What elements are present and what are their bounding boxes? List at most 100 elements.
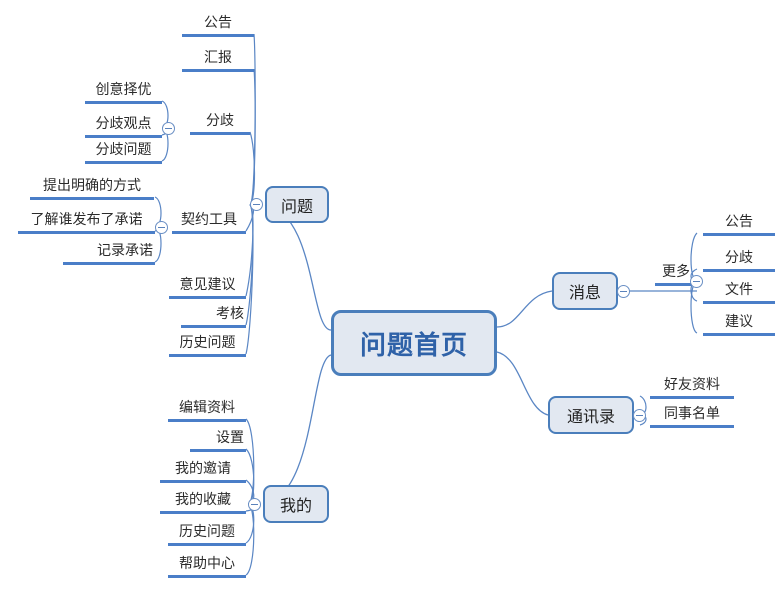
connector-line — [249, 131, 256, 206]
node-wode-child-3[interactable]: 我的收藏 — [160, 492, 246, 514]
node-label: 设置 — [216, 430, 244, 446]
root-node[interactable]: 问题首页 — [331, 310, 497, 376]
node-underline — [18, 231, 155, 234]
node-wenti-child-3-sub-2[interactable]: 记录承诺 — [63, 243, 155, 265]
node-xiaoxi-child-0[interactable]: 更多 — [655, 264, 697, 286]
node-label: 文件 — [725, 282, 753, 298]
root-node-label: 问题首页 — [359, 330, 468, 361]
node-label: 分歧问题 — [95, 142, 152, 158]
node-label: 契约工具 — [181, 212, 237, 228]
node-wenti-child-2-sub-2[interactable]: 分歧问题 — [85, 142, 162, 164]
node-txl-child-0[interactable]: 好友资料 — [650, 377, 734, 399]
node-underline — [703, 301, 775, 304]
node-underline — [168, 419, 246, 422]
node-label: 好友资料 — [664, 377, 720, 393]
toggle-wenti[interactable] — [250, 198, 263, 211]
node-wenti-child-3-sub-0[interactable]: 提出明确的方式 — [30, 178, 154, 200]
node-label: 历史问题 — [179, 335, 236, 351]
node-txl-child-1[interactable]: 同事名单 — [650, 406, 734, 428]
node-xiaoxi-child-0-sub-1[interactable]: 分歧 — [703, 250, 775, 272]
node-wenti-child-1[interactable]: 汇报 — [182, 50, 254, 72]
toggle-xiaoxi[interactable] — [617, 285, 630, 298]
node-label: 通讯录 — [566, 407, 615, 426]
node-label: 分歧 — [725, 250, 753, 266]
node-label: 分歧观点 — [95, 116, 152, 132]
node-underline — [703, 233, 775, 236]
node-label: 同事名单 — [664, 406, 720, 422]
node-wenti-child-2-sub-1[interactable]: 分歧观点 — [85, 116, 162, 138]
toggle-wode[interactable] — [248, 498, 261, 511]
connector-line — [245, 503, 255, 576]
connector-line — [245, 418, 255, 505]
node-underline — [30, 197, 154, 200]
node-label: 帮助中心 — [179, 556, 235, 572]
node-underline — [63, 262, 155, 265]
node-underline — [182, 34, 254, 37]
connector-line — [496, 351, 549, 416]
node-underline — [168, 575, 246, 578]
connector-line — [245, 448, 255, 505]
node-underline — [650, 425, 734, 428]
node-wode-child-0[interactable]: 编辑资料 — [168, 400, 246, 422]
node-underline — [703, 333, 775, 336]
toggle-wenti-child-2[interactable] — [162, 122, 175, 135]
connector-line — [245, 204, 254, 355]
node-xiaoxi-child-0-sub-2[interactable]: 文件 — [703, 282, 775, 304]
connector-line — [249, 68, 256, 206]
node-underline — [85, 161, 162, 164]
node-underline — [190, 132, 250, 135]
toggle-xiaoxi-child-0[interactable] — [690, 275, 703, 288]
node-wenti-child-3-sub-1[interactable]: 了解谁发布了承诺 — [18, 212, 155, 234]
connector-line — [496, 290, 553, 328]
node-wode-child-1[interactable]: 设置 — [190, 430, 246, 452]
node-label: 编辑资料 — [179, 400, 235, 416]
node-wenti-child-0[interactable]: 公告 — [182, 15, 254, 37]
node-label: 历史问题 — [179, 524, 235, 540]
node-xiaoxi-child-0-sub-0[interactable]: 公告 — [703, 214, 775, 236]
node-label: 公告 — [725, 214, 753, 230]
node-underline — [182, 69, 254, 72]
node-underline — [85, 101, 162, 104]
node-label: 我的 — [279, 496, 312, 515]
node-label: 公告 — [204, 15, 232, 31]
node-wenti-child-5[interactable]: 考核 — [181, 306, 246, 328]
node-label: 提出明确的方式 — [43, 178, 141, 194]
connector-line — [264, 204, 332, 331]
node-label: 汇报 — [204, 50, 232, 66]
node-underline — [168, 543, 246, 546]
node-label: 了解谁发布了承诺 — [30, 212, 143, 228]
node-wode-child-4[interactable]: 历史问题 — [168, 524, 246, 546]
toggle-txl[interactable] — [633, 409, 646, 422]
node-underline — [650, 396, 734, 399]
node-label: 问题 — [280, 196, 313, 216]
node-xiaoxi[interactable]: 消息 — [552, 272, 618, 310]
node-wenti-child-3[interactable]: 契约工具 — [172, 212, 246, 234]
node-wenti-child-4[interactable]: 意见建议 — [169, 277, 246, 299]
node-wenti-child-2[interactable]: 分歧 — [190, 113, 250, 135]
node-label: 消息 — [568, 283, 601, 302]
node-label: 考核 — [216, 306, 244, 322]
node-label: 更多 — [662, 264, 690, 280]
node-underline — [655, 283, 697, 286]
node-underline — [703, 269, 775, 272]
node-wode-child-5[interactable]: 帮助中心 — [168, 556, 246, 578]
node-label: 意见建议 — [179, 277, 236, 293]
node-wenti-child-2-sub-0[interactable]: 创意择优 — [85, 82, 162, 104]
node-underline — [181, 325, 246, 328]
node-xiaoxi-child-0-sub-3[interactable]: 建议 — [703, 314, 775, 336]
node-wenti-child-6[interactable]: 历史问题 — [169, 335, 246, 357]
node-underline — [169, 354, 246, 357]
node-underline — [85, 135, 162, 138]
node-txl[interactable]: 通讯录 — [548, 396, 634, 434]
toggle-wenti-child-3[interactable] — [155, 221, 168, 234]
node-label: 创意择优 — [95, 82, 152, 98]
node-wode[interactable]: 我的 — [263, 485, 329, 523]
node-underline — [172, 231, 246, 234]
node-wode-child-2[interactable]: 我的邀请 — [160, 461, 246, 483]
node-label: 我的邀请 — [175, 461, 231, 477]
node-wenti[interactable]: 问题 — [265, 186, 329, 223]
node-underline — [160, 480, 246, 483]
connector-line — [245, 204, 254, 326]
node-underline — [190, 449, 246, 452]
